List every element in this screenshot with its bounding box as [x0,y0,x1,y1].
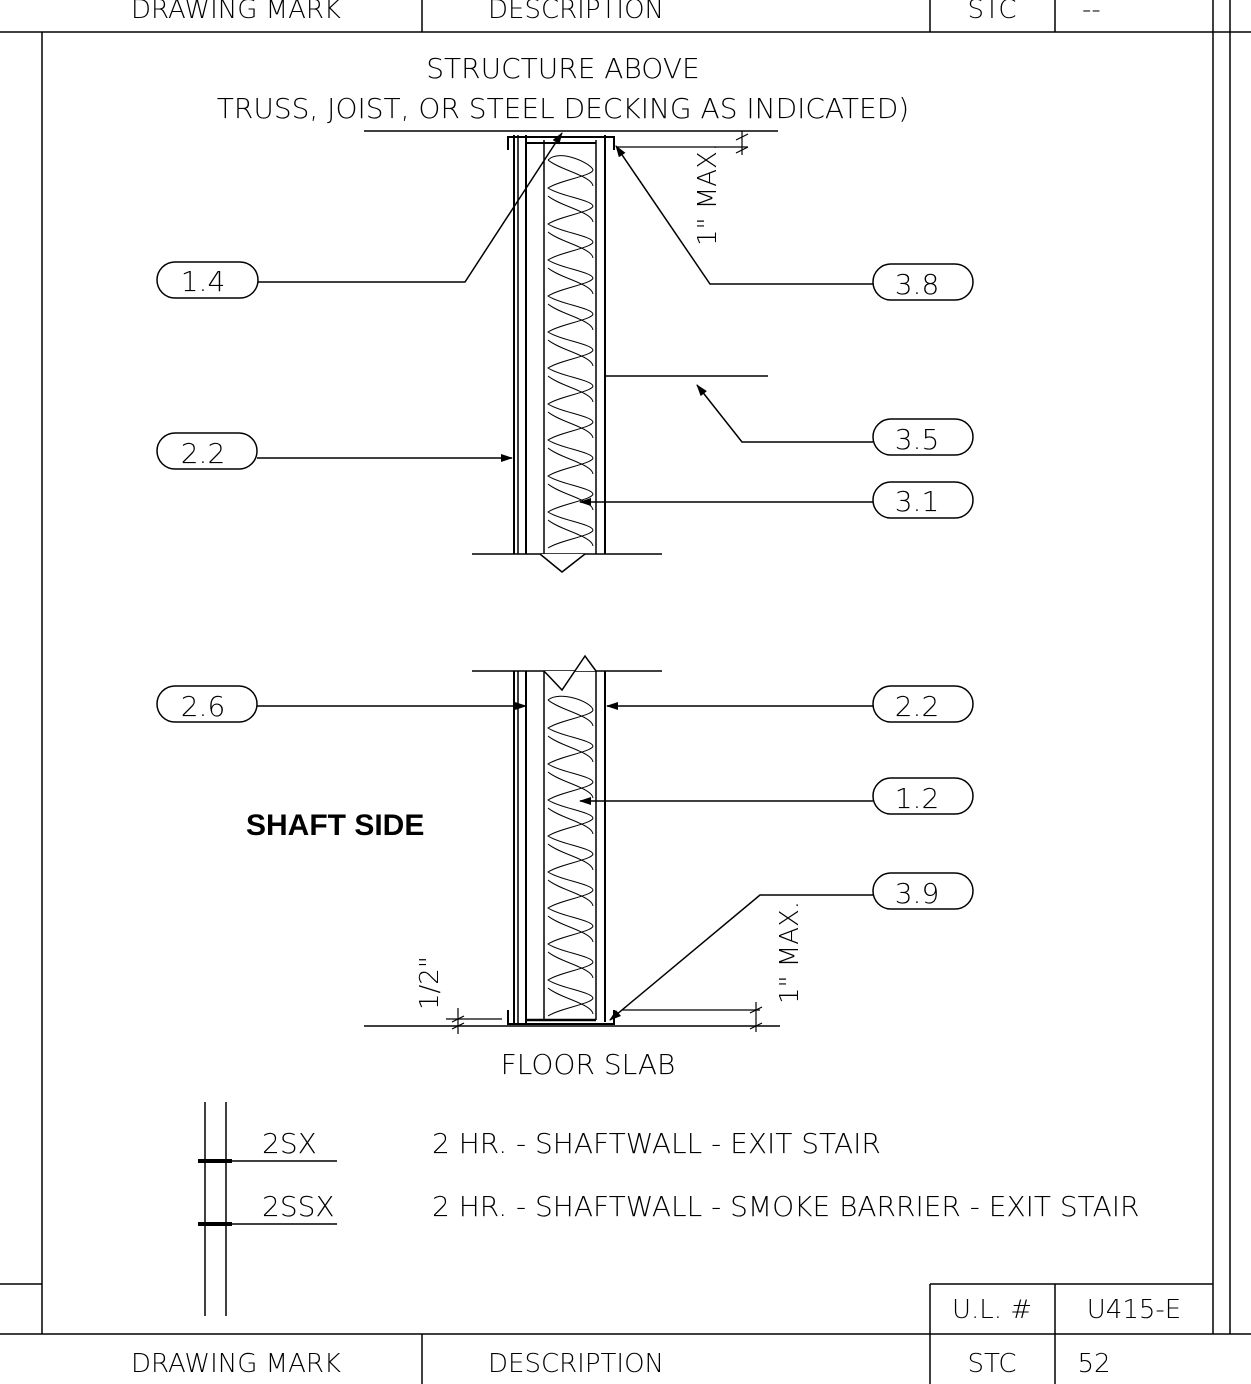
callout-bubble-1-4 [156,261,259,299]
footer-drawing-mark: DRAWING MARK [131,1349,341,1379]
callout-bubble-3-1 [872,481,974,519]
callout-bubble-1-2 [872,777,974,815]
callout-1-2: 1.2 [895,782,940,815]
callout-bubble-2-2-lower [872,685,974,723]
callout-bubble-3-5 [872,418,974,456]
lower-wall-section [364,654,780,1027]
callout-2-6: 2.6 [181,690,226,723]
dimension-marks [446,131,763,1034]
header-stc-value: -- [1082,0,1101,25]
header-stc-label: STC [967,0,1016,25]
leader-1-4 [258,132,563,283]
marks-legend [198,1102,337,1316]
mark-description-2sx: 2 HR. - SHAFTWALL - EXIT STAIR [432,1127,881,1160]
callout-bubble-3-9 [872,872,974,910]
callout-1-4: 1.4 [181,265,226,298]
footer-table: U.L. # U415-E DRAWING MARK DESCRIPTION S… [131,1295,1181,1379]
callout-2-2-upper: 2.2 [181,437,226,470]
ul-label: U.L. # [952,1295,1032,1325]
callout-bubble-3-8 [872,263,974,301]
mark-description-2ssx: 2 HR. - SHAFTWALL - SMOKE BARRIER - EXIT… [432,1190,1139,1223]
header-row: DRAWING MARK DESCRIPTION STC -- [131,0,1101,25]
structure-type-note: TRUSS, JOIST, OR STEEL DECKING AS INDICA… [217,92,909,125]
leader-3-5 [696,384,873,443]
header-description: DESCRIPTION [488,0,664,25]
structure-above-note: STRUCTURE ABOVE [426,52,699,85]
callout-3-1: 3.1 [895,485,940,518]
callout-3-9: 3.9 [895,877,940,910]
footer-description: DESCRIPTION [488,1349,664,1379]
ul-value: U415-E [1087,1295,1181,1325]
footer-stc-label: STC [967,1349,1016,1379]
callout-3-8: 3.8 [895,268,940,301]
upper-wall-section [472,135,662,573]
leader-3-9 [609,894,873,1021]
callout-3-5: 3.5 [895,423,940,456]
top-max-dimension: 1" MAX. [693,143,723,246]
half-inch-dimension: 1/2" [415,956,445,1010]
callout-bubble-2-2-upper [156,432,258,470]
callout-labels: 1.4 3.8 3.5 2.2 3.1 2.6 2.2 1.2 3.9 [181,265,940,910]
callout-bubble-2-6 [156,685,258,723]
mark-tag-2sx: 2SX [262,1127,317,1160]
header-drawing-mark: DRAWING MARK [131,0,341,25]
footer-stc-value: 52 [1077,1349,1110,1379]
mark-tag-2ssx: 2SSX [262,1190,335,1223]
floor-slab-label: FLOOR SLAB [501,1048,676,1081]
callout-2-2-lower: 2.2 [895,690,940,723]
bottom-max-dimension: 1" MAX. [775,901,805,1004]
shaft-side-label: SHAFT SIDE [246,809,424,842]
leader-3-8 [615,145,873,285]
